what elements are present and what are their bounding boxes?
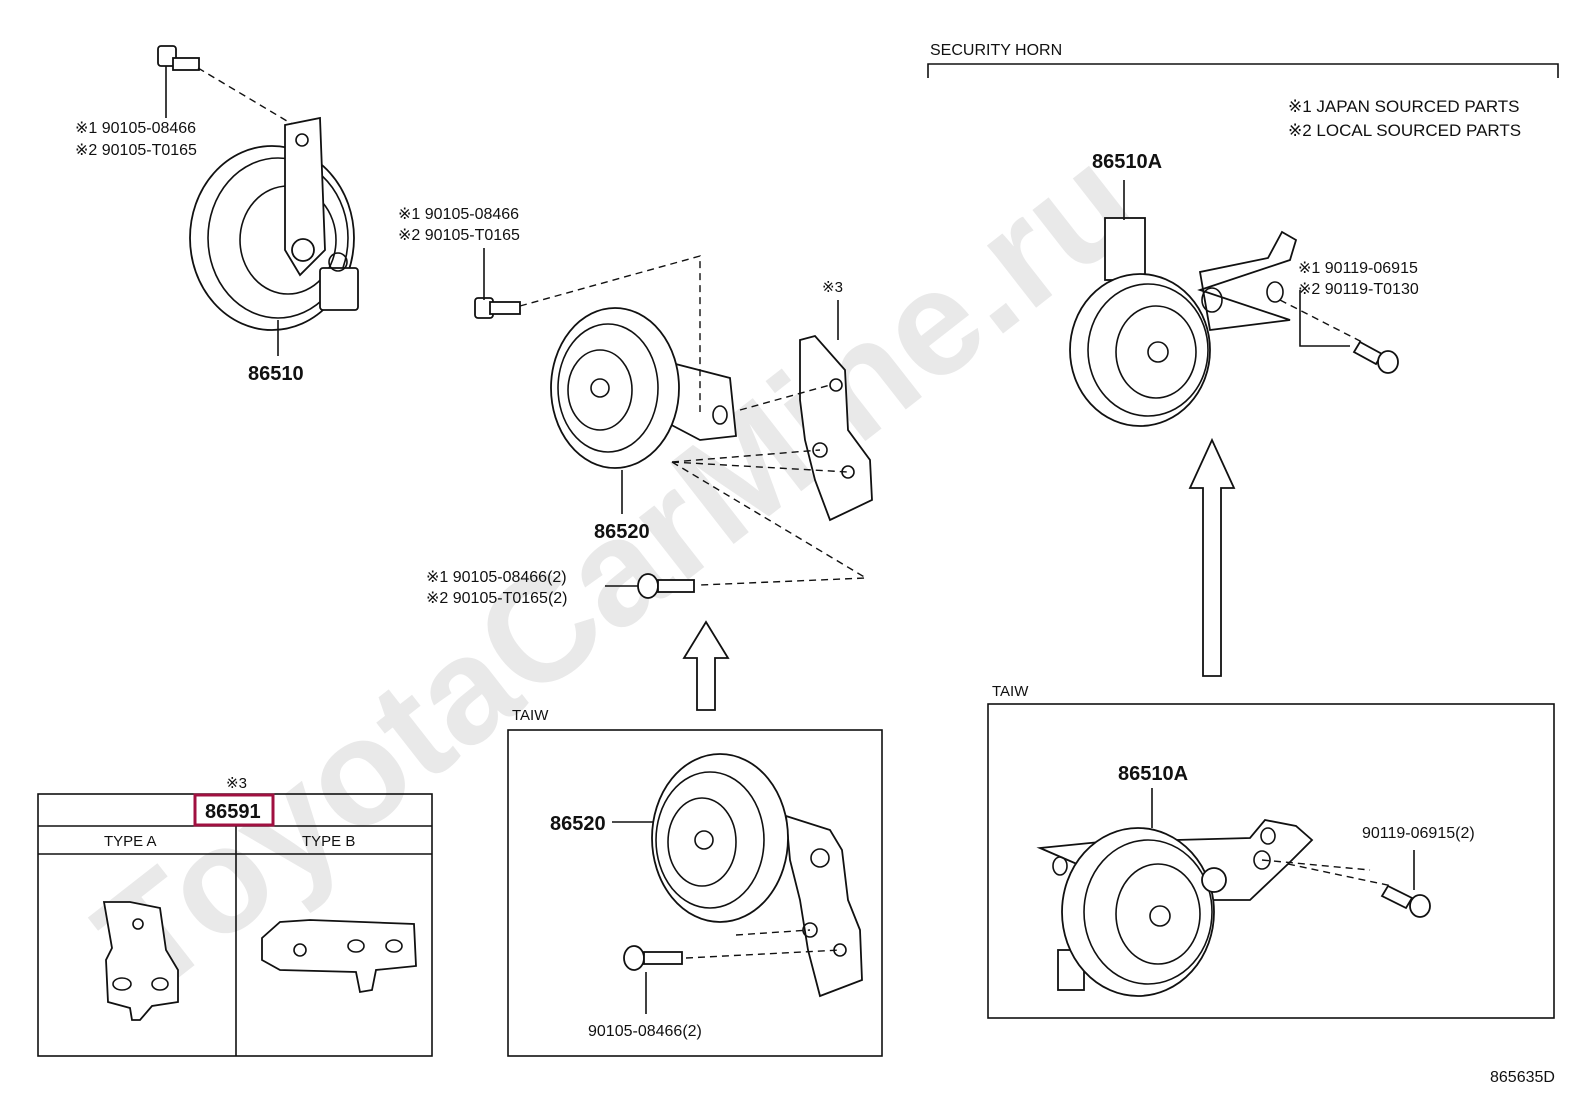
taiw-right-title: TAIW [992, 683, 1029, 700]
bolt-90119-d[interactable] [1352, 340, 1399, 374]
callout-bolt-c1: ※1 90105-08466(2) [426, 569, 567, 586]
part-86591-label: 86591 [205, 801, 261, 823]
horn-86510[interactable] [189, 116, 359, 331]
callout-bolt-a2: ※2 90105-T0165 [75, 142, 197, 159]
type-a-label: TYPE A [104, 833, 157, 850]
bracket-type-b[interactable] [261, 919, 417, 994]
taiw-right-horn-label: 86510A [1118, 763, 1188, 785]
legend-local: ※2 LOCAL SOURCED PARTS [1288, 121, 1521, 140]
part-86591-highlight[interactable] [193, 793, 275, 827]
taiw-left-horn-label: 86520 [550, 813, 606, 835]
taiw-right-horn[interactable] [1036, 819, 1314, 997]
part-86510-label: 86510 [248, 363, 304, 385]
type-b-label: TYPE B [302, 833, 355, 850]
taiw-left-bolt-label: 90105-08466(2) [588, 1023, 702, 1040]
callout-bolt-b1: ※1 90105-08466 [398, 206, 519, 223]
table-note: ※3 [226, 775, 247, 792]
section-title: SECURITY HORN [930, 42, 1062, 59]
horn-86510A[interactable] [1069, 217, 1298, 427]
arrow-up-center [682, 620, 730, 711]
callout-bolt-c2: ※2 90105-T0165(2) [426, 590, 568, 607]
taiw-right-bolt-label: 90119-06915(2) [1362, 825, 1475, 842]
taiw-left-horn[interactable] [651, 753, 863, 998]
part-86510A-label: 86510A [1092, 151, 1162, 173]
bolt-90105-b[interactable] [474, 297, 521, 319]
taiw-right-bolt[interactable] [1380, 884, 1431, 918]
taiw-left-title: TAIW [512, 707, 549, 724]
taiw-left-box [507, 729, 883, 1057]
figure-code: 865635D [1490, 1069, 1555, 1086]
callout-bolt-b2: ※2 90105-T0165 [398, 227, 520, 244]
taiw-right-box [987, 703, 1555, 1019]
legend-japan: ※1 JAPAN SOURCED PARTS [1288, 97, 1520, 116]
callout-bolt-a1: ※1 90105-08466 [75, 120, 196, 137]
callout-bolt-d1: ※1 90119-06915 [1298, 260, 1418, 277]
taiw-left-bolt[interactable] [623, 945, 683, 971]
horn-86520[interactable] [550, 307, 737, 469]
bolt-90105-a[interactable] [157, 45, 200, 71]
arrow-up-right [1188, 437, 1236, 677]
bracket-type-a[interactable] [102, 901, 179, 1021]
callout-bolt-d2: ※2 90119-T0130 [1298, 281, 1419, 298]
callout-bracket-note: ※3 [822, 279, 843, 296]
part-86520-label: 86520 [594, 521, 650, 543]
